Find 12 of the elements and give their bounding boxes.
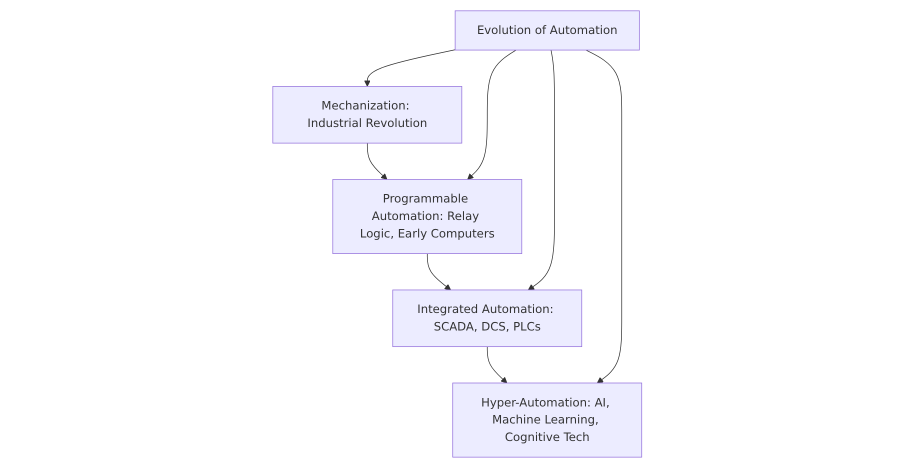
arrow [367, 142, 388, 180]
arrow [487, 346, 508, 384]
arrow [528, 50, 556, 290]
arrow [586, 50, 622, 384]
node-box: Programmable Automation: Relay Logic, Early Computers [332, 179, 522, 254]
node-box: Mechanization: Industrial Revolution [272, 86, 462, 144]
arrow [364, 49, 456, 87]
node-box: Evolution of Automation [455, 10, 640, 50]
arrow [427, 253, 452, 290]
node-box: Integrated Automation: SCADA, DCS, PLCs [392, 290, 582, 348]
node-box: Hyper-Automation: AI, Machine Learning, Cognitive Tech [452, 382, 642, 458]
arrow [467, 50, 517, 180]
